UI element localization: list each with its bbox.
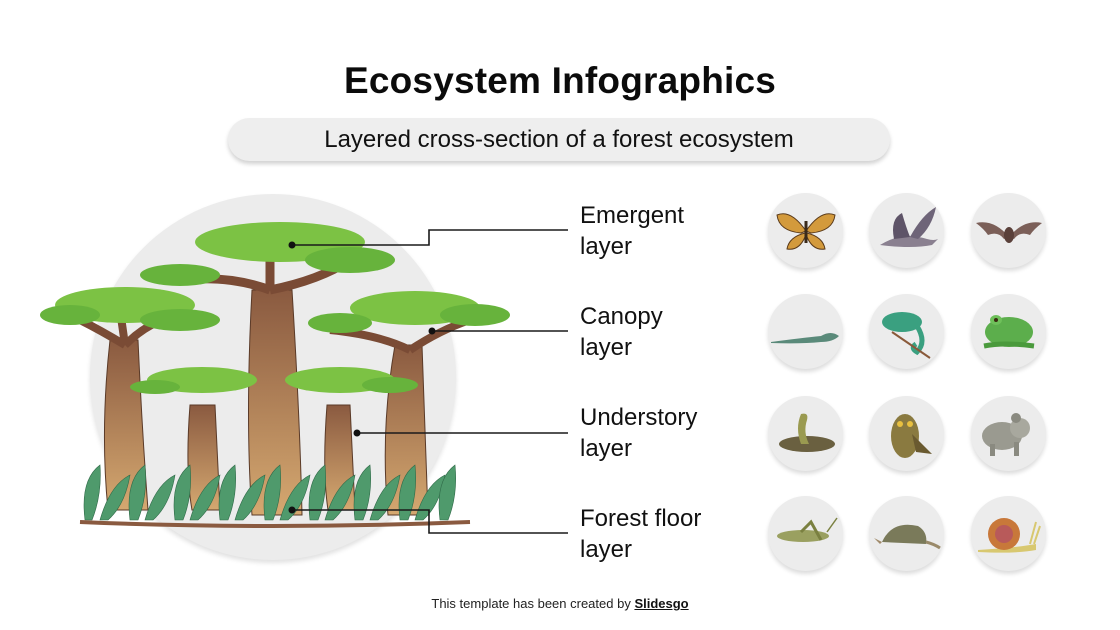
cobra-icon xyxy=(768,396,843,471)
tree-center xyxy=(140,222,395,516)
iguana-icon xyxy=(768,294,843,369)
slidesgo-link[interactable]: Slidesgo xyxy=(634,596,689,611)
label-line2: layer xyxy=(580,334,633,361)
page-title: Ecosystem Infographics xyxy=(343,60,777,101)
frog-icon xyxy=(971,294,1046,369)
tree-small-left xyxy=(130,367,257,511)
label-forest-floor-layer: Forest floor layer xyxy=(580,503,701,565)
footer-text: This template has been created by xyxy=(431,596,635,611)
subtitle-pill: Layered cross-section of a forest ecosys… xyxy=(228,118,890,161)
eagle-icon xyxy=(869,193,944,268)
ground-soil xyxy=(79,520,471,528)
label-line2: layer xyxy=(580,536,633,563)
label-line2: layer xyxy=(580,435,633,462)
label-line1: Understory xyxy=(580,404,698,431)
armadillo-icon xyxy=(869,496,944,571)
label-line1: Canopy xyxy=(580,303,663,330)
owl-icon xyxy=(869,396,944,471)
koala-icon xyxy=(971,396,1046,471)
grasshopper-icon xyxy=(768,496,843,571)
baobab-forest-illustration xyxy=(40,222,510,528)
label-canopy-layer: Canopy layer xyxy=(580,301,663,363)
butterfly-icon xyxy=(768,193,843,268)
label-line1: Forest floor xyxy=(580,505,702,532)
tree-right xyxy=(308,291,510,516)
chameleon-icon xyxy=(869,294,944,369)
attribution-footer: This template has been created by Slides… xyxy=(0,596,1120,611)
label-understory-layer: Understory layer xyxy=(580,402,697,464)
label-line2: layer xyxy=(580,233,633,260)
label-line1: Emergent xyxy=(580,202,685,229)
ground-plants xyxy=(83,464,456,521)
snail-icon xyxy=(971,496,1046,571)
label-emergent-layer: Emergent layer xyxy=(580,200,684,262)
subtitle-text: Layered cross-section of a forest ecosys… xyxy=(324,125,794,153)
bat-icon xyxy=(971,193,1046,268)
